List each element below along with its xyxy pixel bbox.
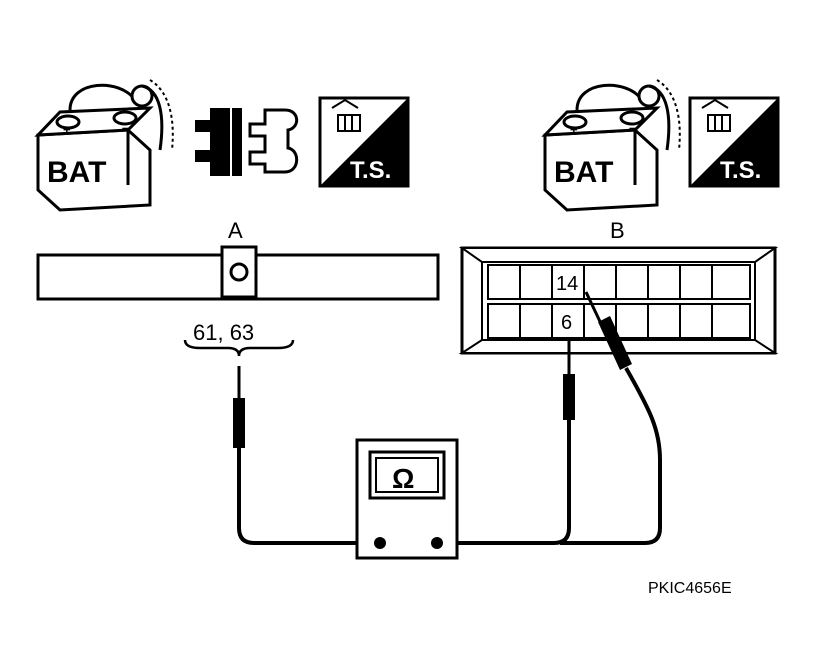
ohmmeter: Ω	[355, 438, 459, 560]
pin-14-label: 14	[556, 273, 578, 295]
probe-pin-6	[437, 338, 575, 545]
svg-text:–: –	[629, 120, 636, 135]
meter-terminal-positive	[431, 537, 443, 549]
probe-pin-14	[560, 291, 662, 545]
connector-b-label: B	[610, 218, 625, 243]
connector-disconnect-icon	[195, 108, 299, 176]
pin-row-top	[487, 264, 751, 300]
reference-code: PKIC4656E	[648, 580, 732, 597]
connector-a-label: A	[228, 218, 243, 243]
battery-disconnect-icon-right: + – BAT	[541, 79, 681, 212]
battery-label-left: BAT	[47, 156, 106, 189]
svg-text:+: +	[570, 122, 578, 137]
ohm-symbol: Ω	[392, 463, 414, 494]
meter-terminal-negative	[374, 537, 386, 549]
svg-text:+: +	[63, 122, 71, 137]
battery-disconnect-icon-left: + – BAT	[34, 79, 174, 212]
pin-6-label: 6	[561, 312, 572, 334]
terminal-brace	[183, 339, 295, 357]
svg-text:–: –	[122, 120, 129, 135]
connector-a-terminals: 61, 63	[193, 320, 254, 345]
troubleshooting-icon-right: T.S.	[688, 96, 780, 188]
ts-label-left: T.S.	[350, 157, 391, 184]
connector-a: A 61, 63	[36, 218, 440, 357]
troubleshooting-icon-left: T.S.	[318, 96, 410, 188]
ts-label-right: T.S.	[720, 157, 761, 184]
pin-row-bottom	[487, 303, 751, 339]
connector-b: B 14 6	[458, 218, 779, 355]
probe-left	[233, 366, 380, 545]
battery-label-right: BAT	[554, 156, 613, 189]
